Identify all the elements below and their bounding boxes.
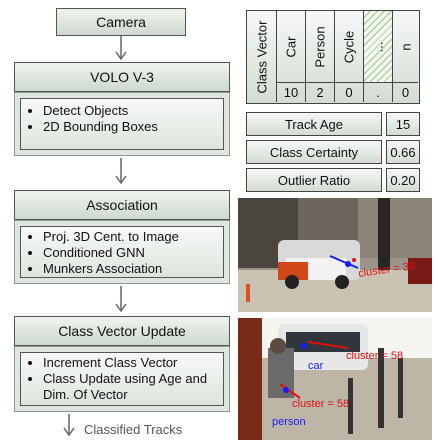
update-label: Class Vector Update	[58, 323, 186, 339]
class-column-hatched: ...	[364, 11, 393, 83]
camera-label: Camera	[96, 14, 146, 30]
metric-value: 0.20	[386, 168, 420, 192]
class-column-label: Car	[283, 36, 299, 57]
detect-item: Detect Objects	[43, 103, 217, 119]
metric-value: 0.66	[386, 140, 420, 164]
class-column-label: Person	[312, 25, 328, 68]
class-column: Person	[306, 11, 335, 83]
association-item: Proj. 3D Cent. to Image	[43, 229, 217, 245]
metric-label: Class Certainty	[246, 140, 382, 164]
arrow-down-icon	[63, 414, 75, 437]
tracking-photo-bottom: cluster = 58 cluster = 58 car person	[238, 318, 432, 440]
class-value: 0	[335, 83, 364, 102]
update-item: Class Update using Age and Dim. Of Vecto…	[43, 371, 217, 403]
arrow-down-icon	[115, 36, 127, 61]
metric-value-text: 15	[395, 116, 411, 132]
object-class-label: car	[308, 360, 324, 372]
metric-value: 15	[386, 112, 420, 136]
metric-label: Outlier Ratio	[246, 168, 382, 192]
arrow-down-icon	[115, 158, 127, 185]
metric-label-text: Track Age	[284, 116, 344, 132]
cluster-label: cluster = 58	[346, 350, 404, 362]
class-column: Cycle	[335, 11, 364, 83]
class-value: 10	[277, 83, 306, 102]
class-value: 0	[401, 85, 410, 100]
volo-label: VOLO V-3	[90, 69, 154, 85]
association-box: Association	[14, 190, 230, 220]
class-column-label: ...	[370, 41, 386, 52]
arrow-down-icon	[115, 286, 127, 313]
detect-panel: Detect Objects 2D Bounding Boxes	[14, 92, 230, 156]
cluster-label: cluster = 58	[292, 398, 350, 410]
metric-label-text: Outlier Ratio	[277, 172, 351, 188]
class-column-label: Cycle	[341, 30, 357, 63]
association-item: Conditioned GNN	[43, 245, 217, 261]
class-column: Car	[277, 11, 306, 83]
class-vector-table: Class Vector Car Person Cycle ... n 10 2…	[246, 10, 420, 104]
class-column-label: n	[398, 42, 413, 51]
class-value: .	[364, 83, 393, 102]
volo-box: VOLO V-3	[14, 62, 230, 92]
metric-label: Track Age	[246, 112, 382, 136]
update-item: Increment Class Vector	[43, 355, 217, 371]
association-panel: Proj. 3D Cent. to Image Conditioned GNN …	[14, 220, 230, 284]
update-panel: Increment Class Vector Class Update usin…	[14, 346, 230, 412]
object-class-label: person	[272, 416, 306, 428]
update-box: Class Vector Update	[14, 316, 230, 346]
metric-value-text: 0.66	[390, 144, 416, 160]
output-label: Classified Tracks	[84, 422, 183, 437]
metric-label-text: Class Certainty	[269, 144, 359, 160]
detect-item: 2D Bounding Boxes	[43, 119, 217, 135]
camera-box: Camera	[56, 8, 186, 36]
class-vector-label: Class Vector	[254, 20, 269, 93]
tracking-photo-top: cluster = 38	[238, 198, 432, 312]
association-item: Munkers Association	[43, 261, 217, 277]
association-label: Association	[86, 197, 158, 213]
metric-value-text: 0.20	[390, 172, 416, 188]
class-column: n	[393, 11, 418, 83]
class-value: 2	[306, 83, 335, 102]
class-vector-header: Class Vector	[247, 11, 277, 102]
